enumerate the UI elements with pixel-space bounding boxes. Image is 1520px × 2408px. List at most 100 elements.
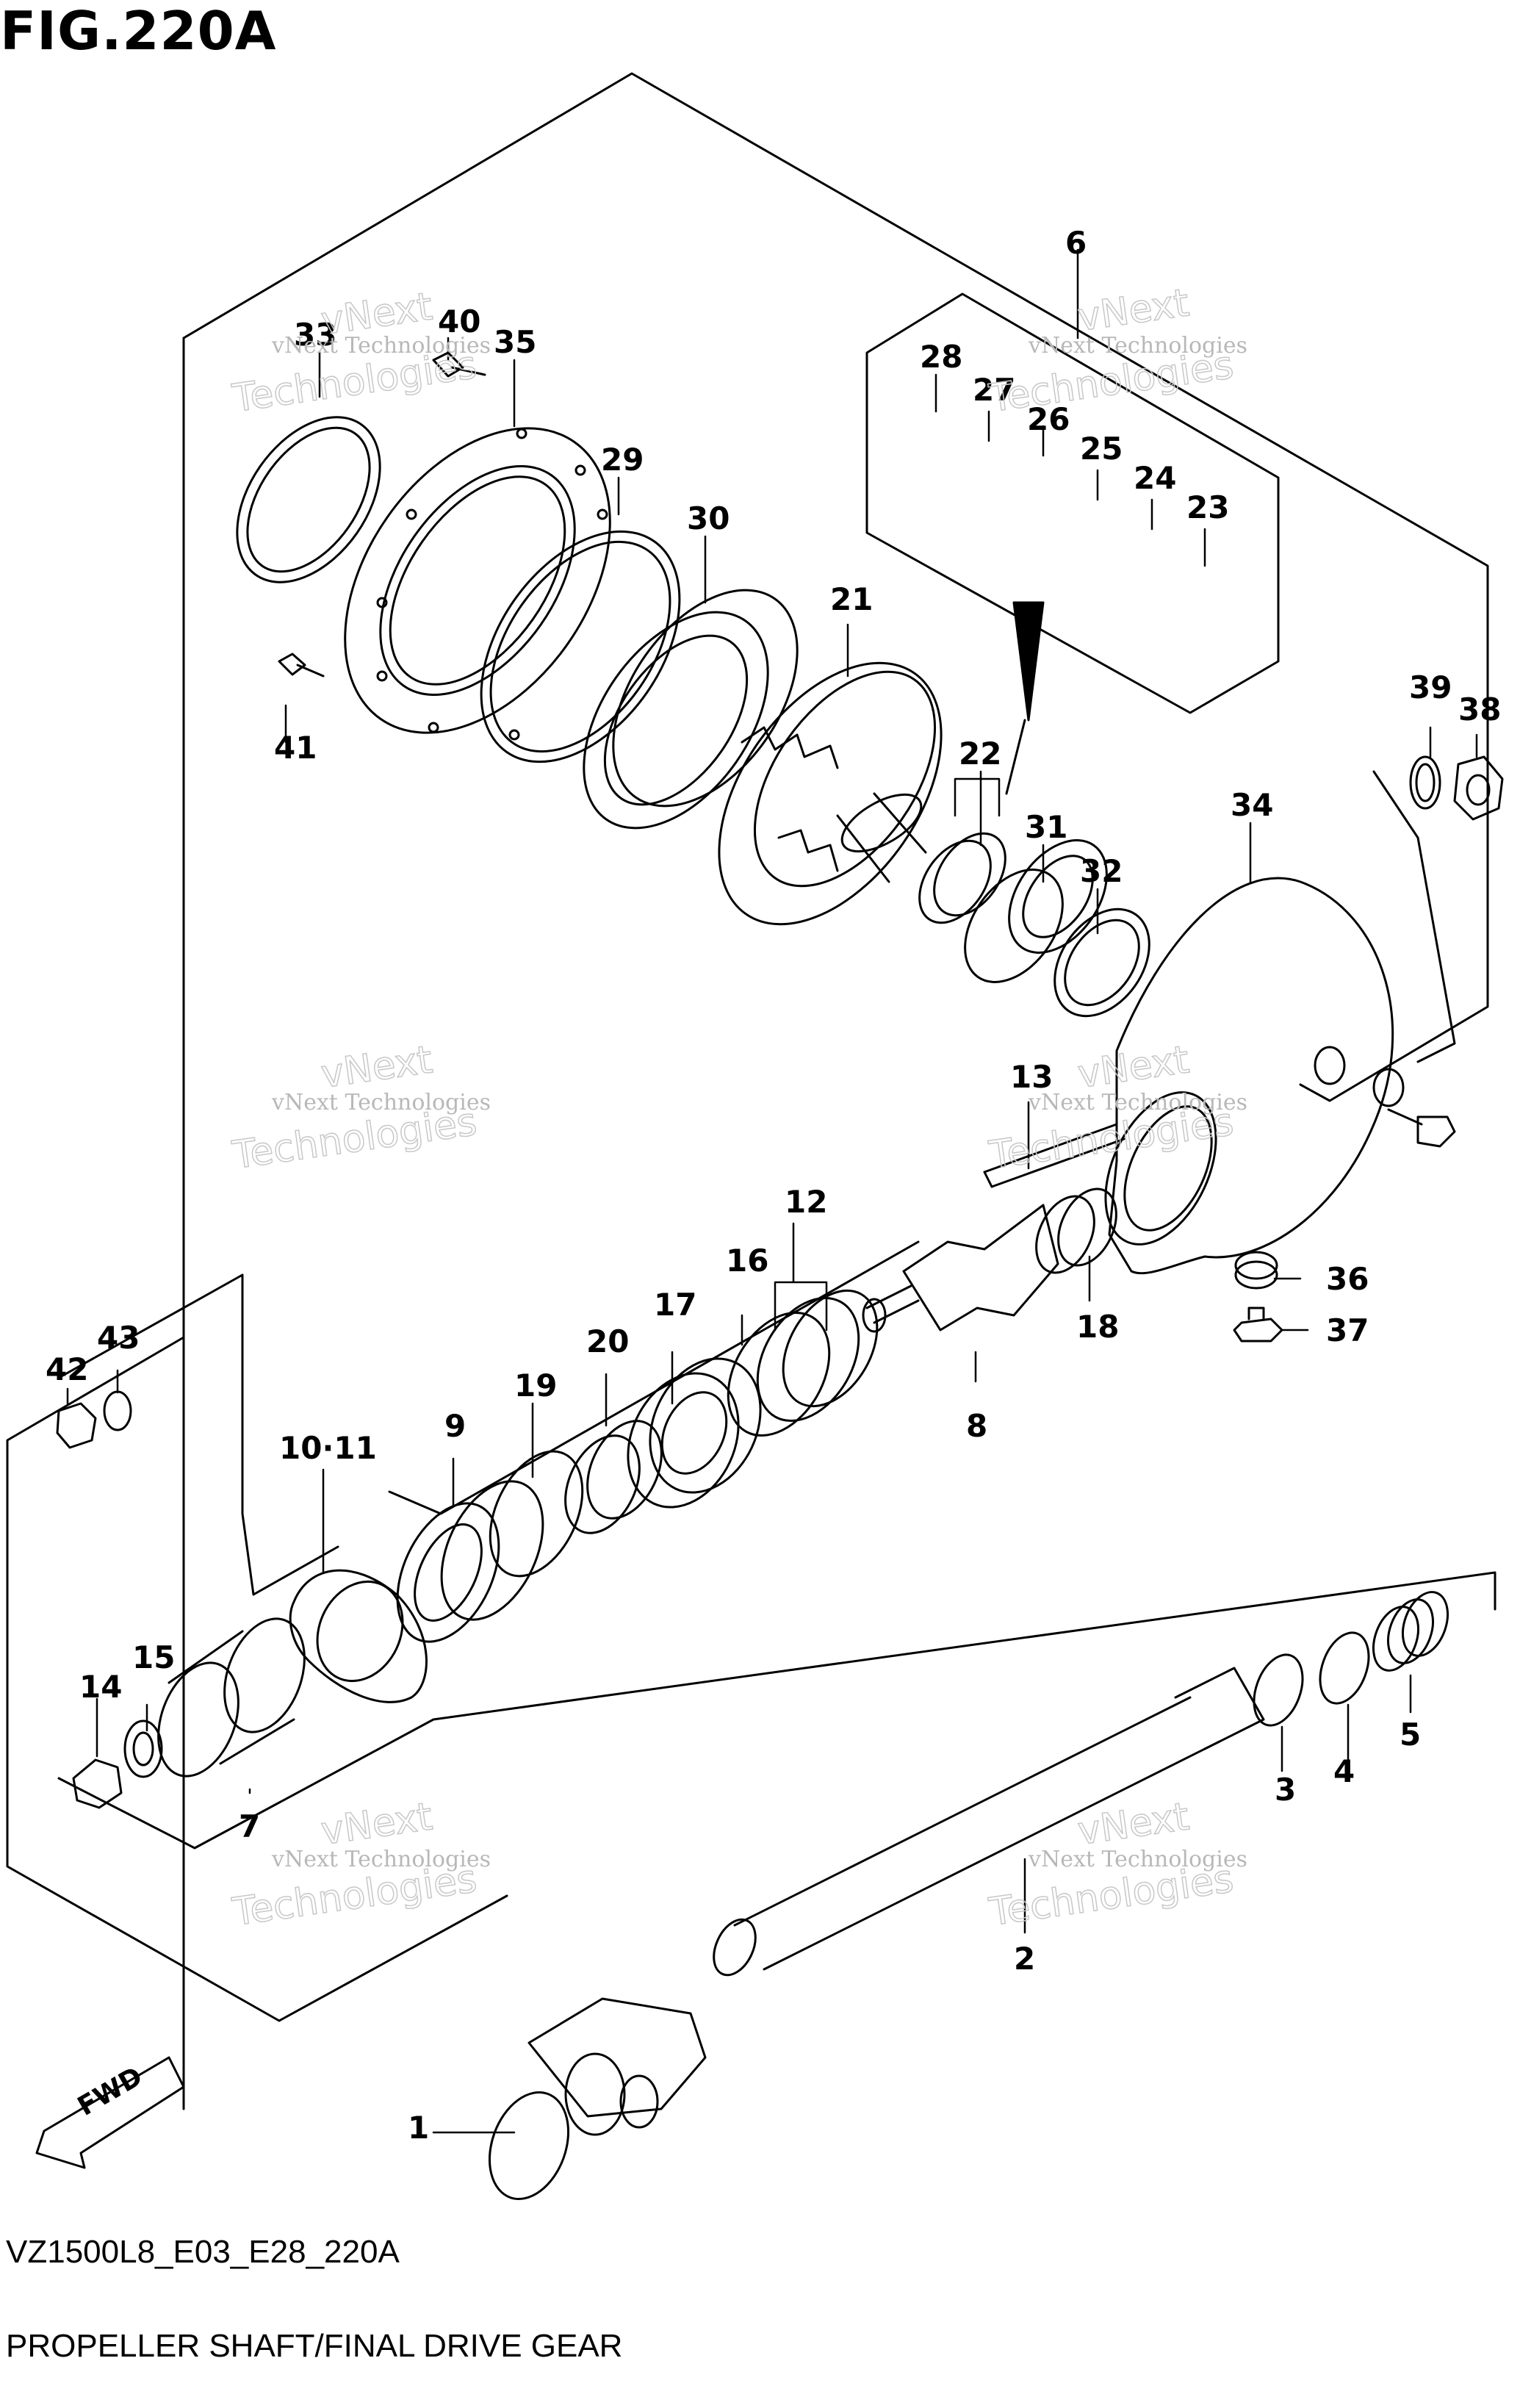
part-30-bearing bbox=[583, 589, 799, 830]
callout-21: 21 bbox=[830, 581, 873, 617]
part-21-ring-gear bbox=[718, 661, 943, 926]
fwd-label: FWD bbox=[73, 2061, 148, 2122]
callout-39: 39 bbox=[1409, 669, 1452, 705]
callout-18: 18 bbox=[1076, 1309, 1119, 1345]
part-7-bush bbox=[157, 1617, 306, 1778]
part-17-bearing bbox=[627, 1357, 762, 1509]
part-34-housing bbox=[1104, 877, 1405, 1275]
part-13-stud bbox=[983, 1123, 1125, 1188]
part-31-bearing bbox=[964, 839, 1108, 983]
watermark-low-left-brand: vNext bbox=[318, 1794, 435, 1854]
part-22-shims bbox=[918, 832, 1006, 924]
part-32-seal bbox=[1053, 908, 1150, 1018]
watermark-low-right: vNext Technologies bbox=[1028, 1847, 1247, 1872]
callout-34: 34 bbox=[1231, 787, 1273, 823]
ring-set-arrowhead bbox=[1012, 601, 1045, 722]
callout-1: 1 bbox=[408, 2110, 429, 2146]
callout-33: 33 bbox=[294, 317, 336, 353]
watermark-low-right-brand: vNext bbox=[1075, 1794, 1192, 1854]
watermark-mid-left: vNext Technologies bbox=[271, 1090, 491, 1115]
watermark-mid-left-brand: vNext bbox=[318, 1038, 435, 1097]
part-19-o-ring bbox=[489, 1450, 584, 1578]
callout-42: 42 bbox=[46, 1351, 88, 1387]
part-41-bolt bbox=[278, 653, 325, 678]
callout-14: 14 bbox=[79, 1669, 122, 1705]
part-12-16-shims bbox=[727, 1289, 879, 1437]
model-code: VZ1500L8_E03_E28_220A bbox=[6, 2234, 400, 2270]
callout-38: 38 bbox=[1458, 691, 1501, 727]
watermark-low-left: vNext Technologies bbox=[271, 1847, 491, 1872]
part-2-propeller-shaft bbox=[713, 1667, 1265, 1977]
fwd-arrow-shape bbox=[35, 2056, 185, 2169]
callout-22: 22 bbox=[959, 736, 1001, 772]
callout-19: 19 bbox=[514, 1367, 557, 1404]
part-20-race bbox=[564, 1420, 663, 1534]
part-18-bearing bbox=[1035, 1187, 1117, 1274]
leader-lines bbox=[66, 248, 1478, 2134]
part-10-11-gasket bbox=[289, 1569, 428, 1703]
callout-36: 36 bbox=[1326, 1261, 1369, 1297]
watermark-top-left: vNext Technologies bbox=[271, 333, 491, 359]
callout-4: 4 bbox=[1333, 1753, 1355, 1789]
callout-3: 3 bbox=[1275, 1772, 1296, 1808]
callout-5: 5 bbox=[1400, 1717, 1421, 1753]
callout-13: 13 bbox=[1010, 1059, 1053, 1095]
callout-25: 25 bbox=[1080, 431, 1123, 467]
part-40-bolt bbox=[432, 351, 486, 378]
part-36-collar bbox=[1234, 1251, 1278, 1290]
part-1-universal-joint bbox=[488, 1997, 707, 2201]
figure-title: FIG.220A bbox=[0, 0, 277, 62]
watermark-top-right-brand: vNext bbox=[1075, 281, 1192, 340]
callout-2: 2 bbox=[1014, 1941, 1035, 1977]
diagram-title: PROPELLER SHAFT/FINAL DRIVE GEAR bbox=[6, 2328, 623, 2364]
ring-set-arrow bbox=[1005, 719, 1026, 795]
part-37-nut bbox=[1233, 1307, 1283, 1343]
ring-set-box bbox=[865, 292, 1280, 714]
callout-31: 31 bbox=[1025, 809, 1067, 845]
callout-26: 26 bbox=[1027, 401, 1070, 437]
callout-40: 40 bbox=[438, 303, 480, 339]
subassembly-bracket bbox=[57, 1273, 1496, 1850]
callout-43: 43 bbox=[97, 1320, 140, 1356]
part-39-washer bbox=[1409, 755, 1441, 810]
plug-leader-bracket bbox=[1372, 770, 1456, 1063]
watermark-mid-right: vNext Technologies bbox=[1028, 1090, 1247, 1115]
callout-labels: 1 2 3 4 5 6 7 8 9 10·11 12 13 14 15 16 1… bbox=[46, 225, 1501, 2146]
part-38-plug bbox=[1453, 755, 1504, 821]
callout-37: 37 bbox=[1326, 1312, 1369, 1348]
watermark-mid-right-brand: vNext bbox=[1075, 1038, 1192, 1097]
callout-20: 20 bbox=[586, 1323, 629, 1359]
watermarks: vNext Technologies vNext Technologies vN… bbox=[229, 281, 1247, 1936]
part-8-pinion-gear bbox=[862, 1204, 1059, 1333]
callout-29: 29 bbox=[601, 442, 644, 478]
part-42-cap bbox=[56, 1402, 97, 1449]
part-9-castle-nut bbox=[396, 1480, 544, 1643]
callout-15: 15 bbox=[132, 1639, 175, 1675]
callout-7: 7 bbox=[239, 1808, 260, 1844]
watermark-top-right: vNext Technologies bbox=[1028, 333, 1247, 359]
part-15-washer bbox=[123, 1719, 163, 1778]
part-35-cover bbox=[344, 427, 611, 741]
callout-32: 32 bbox=[1080, 853, 1123, 889]
callout-17: 17 bbox=[654, 1287, 696, 1323]
callout-27: 27 bbox=[973, 372, 1015, 408]
part-5-spring bbox=[1372, 1591, 1449, 1672]
part-29-gasket bbox=[480, 530, 681, 763]
callout-9: 9 bbox=[444, 1408, 466, 1444]
part-3-washer bbox=[1253, 1653, 1304, 1727]
callout-23: 23 bbox=[1186, 489, 1229, 525]
part-43-washer bbox=[103, 1390, 132, 1431]
part-14-nut bbox=[72, 1758, 123, 1809]
part-33-seal bbox=[236, 416, 381, 583]
bracket-22 bbox=[954, 777, 1001, 817]
callout-12: 12 bbox=[785, 1184, 827, 1220]
callout-8: 8 bbox=[966, 1408, 987, 1444]
callout-28: 28 bbox=[920, 339, 962, 375]
callout-41: 41 bbox=[274, 730, 317, 766]
part-4-circlip bbox=[1319, 1631, 1370, 1705]
callout-6: 6 bbox=[1065, 225, 1087, 261]
callout-10-11: 10·11 bbox=[279, 1430, 377, 1466]
assembly-frame-lower bbox=[6, 337, 508, 2022]
